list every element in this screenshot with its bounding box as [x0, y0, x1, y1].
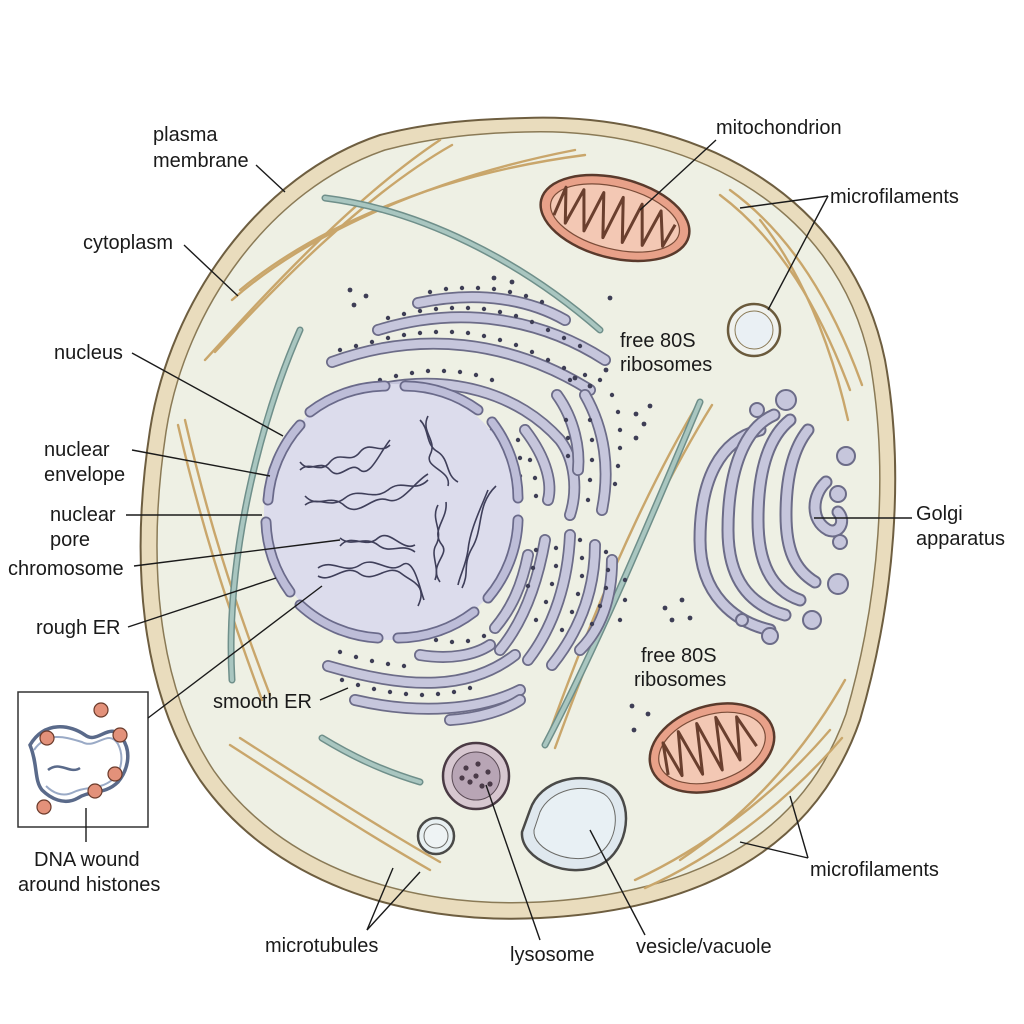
microtubules-network: [227, 194, 704, 786]
label-dna-histones-line1: DNA wound: [34, 849, 140, 871]
label-plasma-membrane-line2: membrane: [153, 150, 249, 172]
label-vesicle-vacuole: vesicle/vacuole: [636, 936, 772, 958]
label-rough-er: rough ER: [36, 617, 121, 639]
chromosomes: [299, 415, 497, 607]
smooth-er: [322, 639, 526, 726]
vesicle-vacuole-organelle: [520, 776, 628, 872]
vesicle-lower: [416, 816, 456, 856]
label-free-ribosomes-upper-line2: ribosomes: [620, 354, 712, 376]
leader-lines: [85, 139, 912, 941]
lysosome-organelle: [441, 741, 511, 811]
label-plasma-membrane-line1: plasma: [153, 124, 218, 146]
label-microfilaments-bottom: microfilaments: [810, 859, 939, 881]
label-cytoplasm: cytoplasm: [83, 232, 173, 254]
label-dna-histones-line2: around histones: [18, 874, 160, 896]
er-ribosomes: [337, 285, 628, 698]
mitochondrion-lower: [648, 702, 776, 794]
label-free-ribosomes-lower-line2: ribosomes: [634, 669, 726, 691]
label-free-ribosomes-upper-line1: free 80S: [620, 330, 696, 352]
labels: plasma membrane cytoplasm nucleus nuclea…: [8, 117, 1005, 966]
label-golgi-line2: apparatus: [916, 528, 1005, 550]
golgi-apparatus-organelle: [693, 389, 856, 645]
label-nucleus: nucleus: [54, 342, 123, 364]
microfilaments-network: [176, 138, 864, 890]
label-nuclear-envelope-line1: nuclear: [44, 439, 110, 461]
label-lysosome: lysosome: [510, 944, 594, 966]
free-ribosomes: [347, 275, 693, 733]
label-microtubules: microtubules: [265, 935, 378, 957]
histone-inset: [17, 691, 149, 828]
nucleus-organelle: [260, 380, 524, 644]
label-free-ribosomes-lower-line1: free 80S: [641, 645, 717, 667]
label-smooth-er: smooth ER: [213, 691, 312, 713]
mitochondrion-upper: [539, 173, 691, 263]
label-mitochondrion: mitochondrion: [716, 117, 842, 139]
label-golgi-line1: Golgi: [916, 503, 963, 525]
label-chromosome: chromosome: [8, 558, 124, 580]
label-nuclear-pore-line1: nuclear: [50, 504, 116, 526]
label-nuclear-pore-line2: pore: [50, 529, 90, 551]
label-microfilaments-top: microfilaments: [830, 186, 959, 208]
vesicle-upper: [726, 302, 782, 358]
label-nuclear-envelope-line2: envelope: [44, 464, 125, 486]
